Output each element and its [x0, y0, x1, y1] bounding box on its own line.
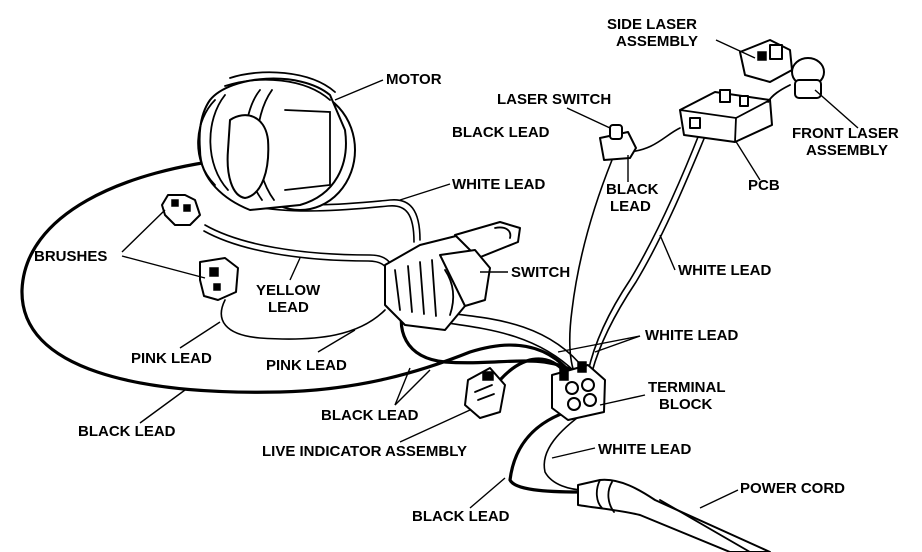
label-terminal-block-2: BLOCK — [659, 396, 712, 413]
leader-terminal — [599, 394, 646, 406]
label-live-indicator: LIVE INDICATOR ASSEMBLY — [262, 443, 467, 460]
label-side-laser-1: SIDE LASER — [607, 16, 697, 33]
label-power-cord: POWER CORD — [740, 480, 845, 497]
labels: MOTOR SIDE LASER ASSEMBLY LASER SWITCH B… — [34, 16, 899, 525]
leader-black-mid-b — [394, 367, 411, 406]
label-pcb: PCB — [748, 177, 780, 194]
power-cord — [577, 478, 771, 552]
power-cord-white — [543, 411, 586, 491]
label-black-lead-pcb-1: BLACK — [606, 181, 659, 198]
live-indicator-lead — [498, 357, 567, 382]
pcb — [679, 89, 773, 143]
pink-lead-left — [220, 299, 386, 340]
brush-bottom — [199, 257, 239, 301]
black-lead-loop — [20, 156, 570, 394]
label-motor: MOTOR — [386, 71, 442, 88]
label-pink-lead-mid: PINK LEAD — [266, 357, 347, 374]
label-black-lead-bottom: BLACK LEAD — [412, 508, 510, 525]
label-laser-switch: LASER SWITCH — [497, 91, 611, 108]
leader-side-laser — [715, 39, 756, 59]
front-laser-assembly — [767, 57, 825, 103]
terminal-block — [551, 361, 606, 421]
label-yellow-lead-2: LEAD — [268, 299, 309, 316]
leader-white-mid-a — [594, 335, 641, 353]
side-laser-assembly — [739, 39, 793, 83]
white-lead-pcb-b — [591, 133, 707, 373]
label-black-lead-pcb-2: LEAD — [610, 198, 651, 215]
label-brushes: BRUSHES — [34, 248, 107, 265]
black-lead-switch — [399, 298, 577, 374]
leader-black-left — [139, 389, 186, 424]
leader-pink-mid — [317, 329, 356, 353]
leader-black-mid-a — [394, 369, 431, 406]
leader-brushes-b — [121, 255, 206, 279]
yellow-lead-b — [203, 230, 388, 273]
motor-winding — [197, 89, 275, 201]
live-indicator-assembly — [464, 367, 506, 419]
leader-yellow — [289, 257, 301, 281]
leader-front-laser — [814, 89, 859, 129]
leader-power-cord — [699, 489, 739, 509]
white-lead-motor-b — [251, 205, 415, 243]
leader-lines — [121, 39, 859, 509]
leader-black-bottom — [469, 477, 506, 509]
leader-live — [399, 409, 471, 443]
label-pink-lead-left: PINK LEAD — [131, 350, 212, 367]
label-white-lead-top: WHITE LEAD — [452, 176, 545, 193]
leader-brushes-a — [121, 209, 166, 253]
leader-pink-left — [179, 321, 221, 349]
label-yellow-lead-1: YELLOW — [256, 282, 321, 299]
motor-frame — [284, 109, 331, 191]
yellow-lead — [204, 224, 393, 271]
laser-switch — [599, 124, 637, 161]
label-terminal-block-1: TERMINAL — [648, 379, 726, 396]
label-front-laser-2: ASSEMBLY — [806, 142, 888, 159]
power-cord-black — [508, 408, 582, 494]
label-black-lead-left: BLACK LEAD — [78, 423, 176, 440]
white-lead-pcb — [587, 131, 701, 373]
leader-white-mid-b — [557, 335, 641, 353]
label-black-lead-mid: BLACK LEAD — [321, 407, 419, 424]
label-white-lead-bottom: WHITE LEAD — [598, 441, 691, 458]
label-black-lead-top: BLACK LEAD — [452, 124, 550, 141]
label-white-lead-mid: WHITE LEAD — [645, 327, 738, 344]
leader-white-top — [399, 183, 451, 201]
switch — [384, 221, 521, 331]
brush-top — [161, 194, 201, 226]
leader-white-bottom — [551, 447, 596, 459]
leader-pcb — [734, 139, 761, 181]
motor-coil-front — [226, 114, 270, 199]
label-side-laser-2: ASSEMBLY — [616, 33, 698, 50]
motor — [197, 71, 356, 211]
label-white-lead-right: WHITE LEAD — [678, 262, 771, 279]
label-switch: SWITCH — [511, 264, 570, 281]
label-front-laser-1: FRONT LASER — [792, 125, 899, 142]
motor-coil-top — [224, 71, 336, 101]
leader-motor — [334, 79, 384, 101]
leader-white-right — [659, 234, 676, 271]
leader-laser-switch — [566, 107, 611, 129]
